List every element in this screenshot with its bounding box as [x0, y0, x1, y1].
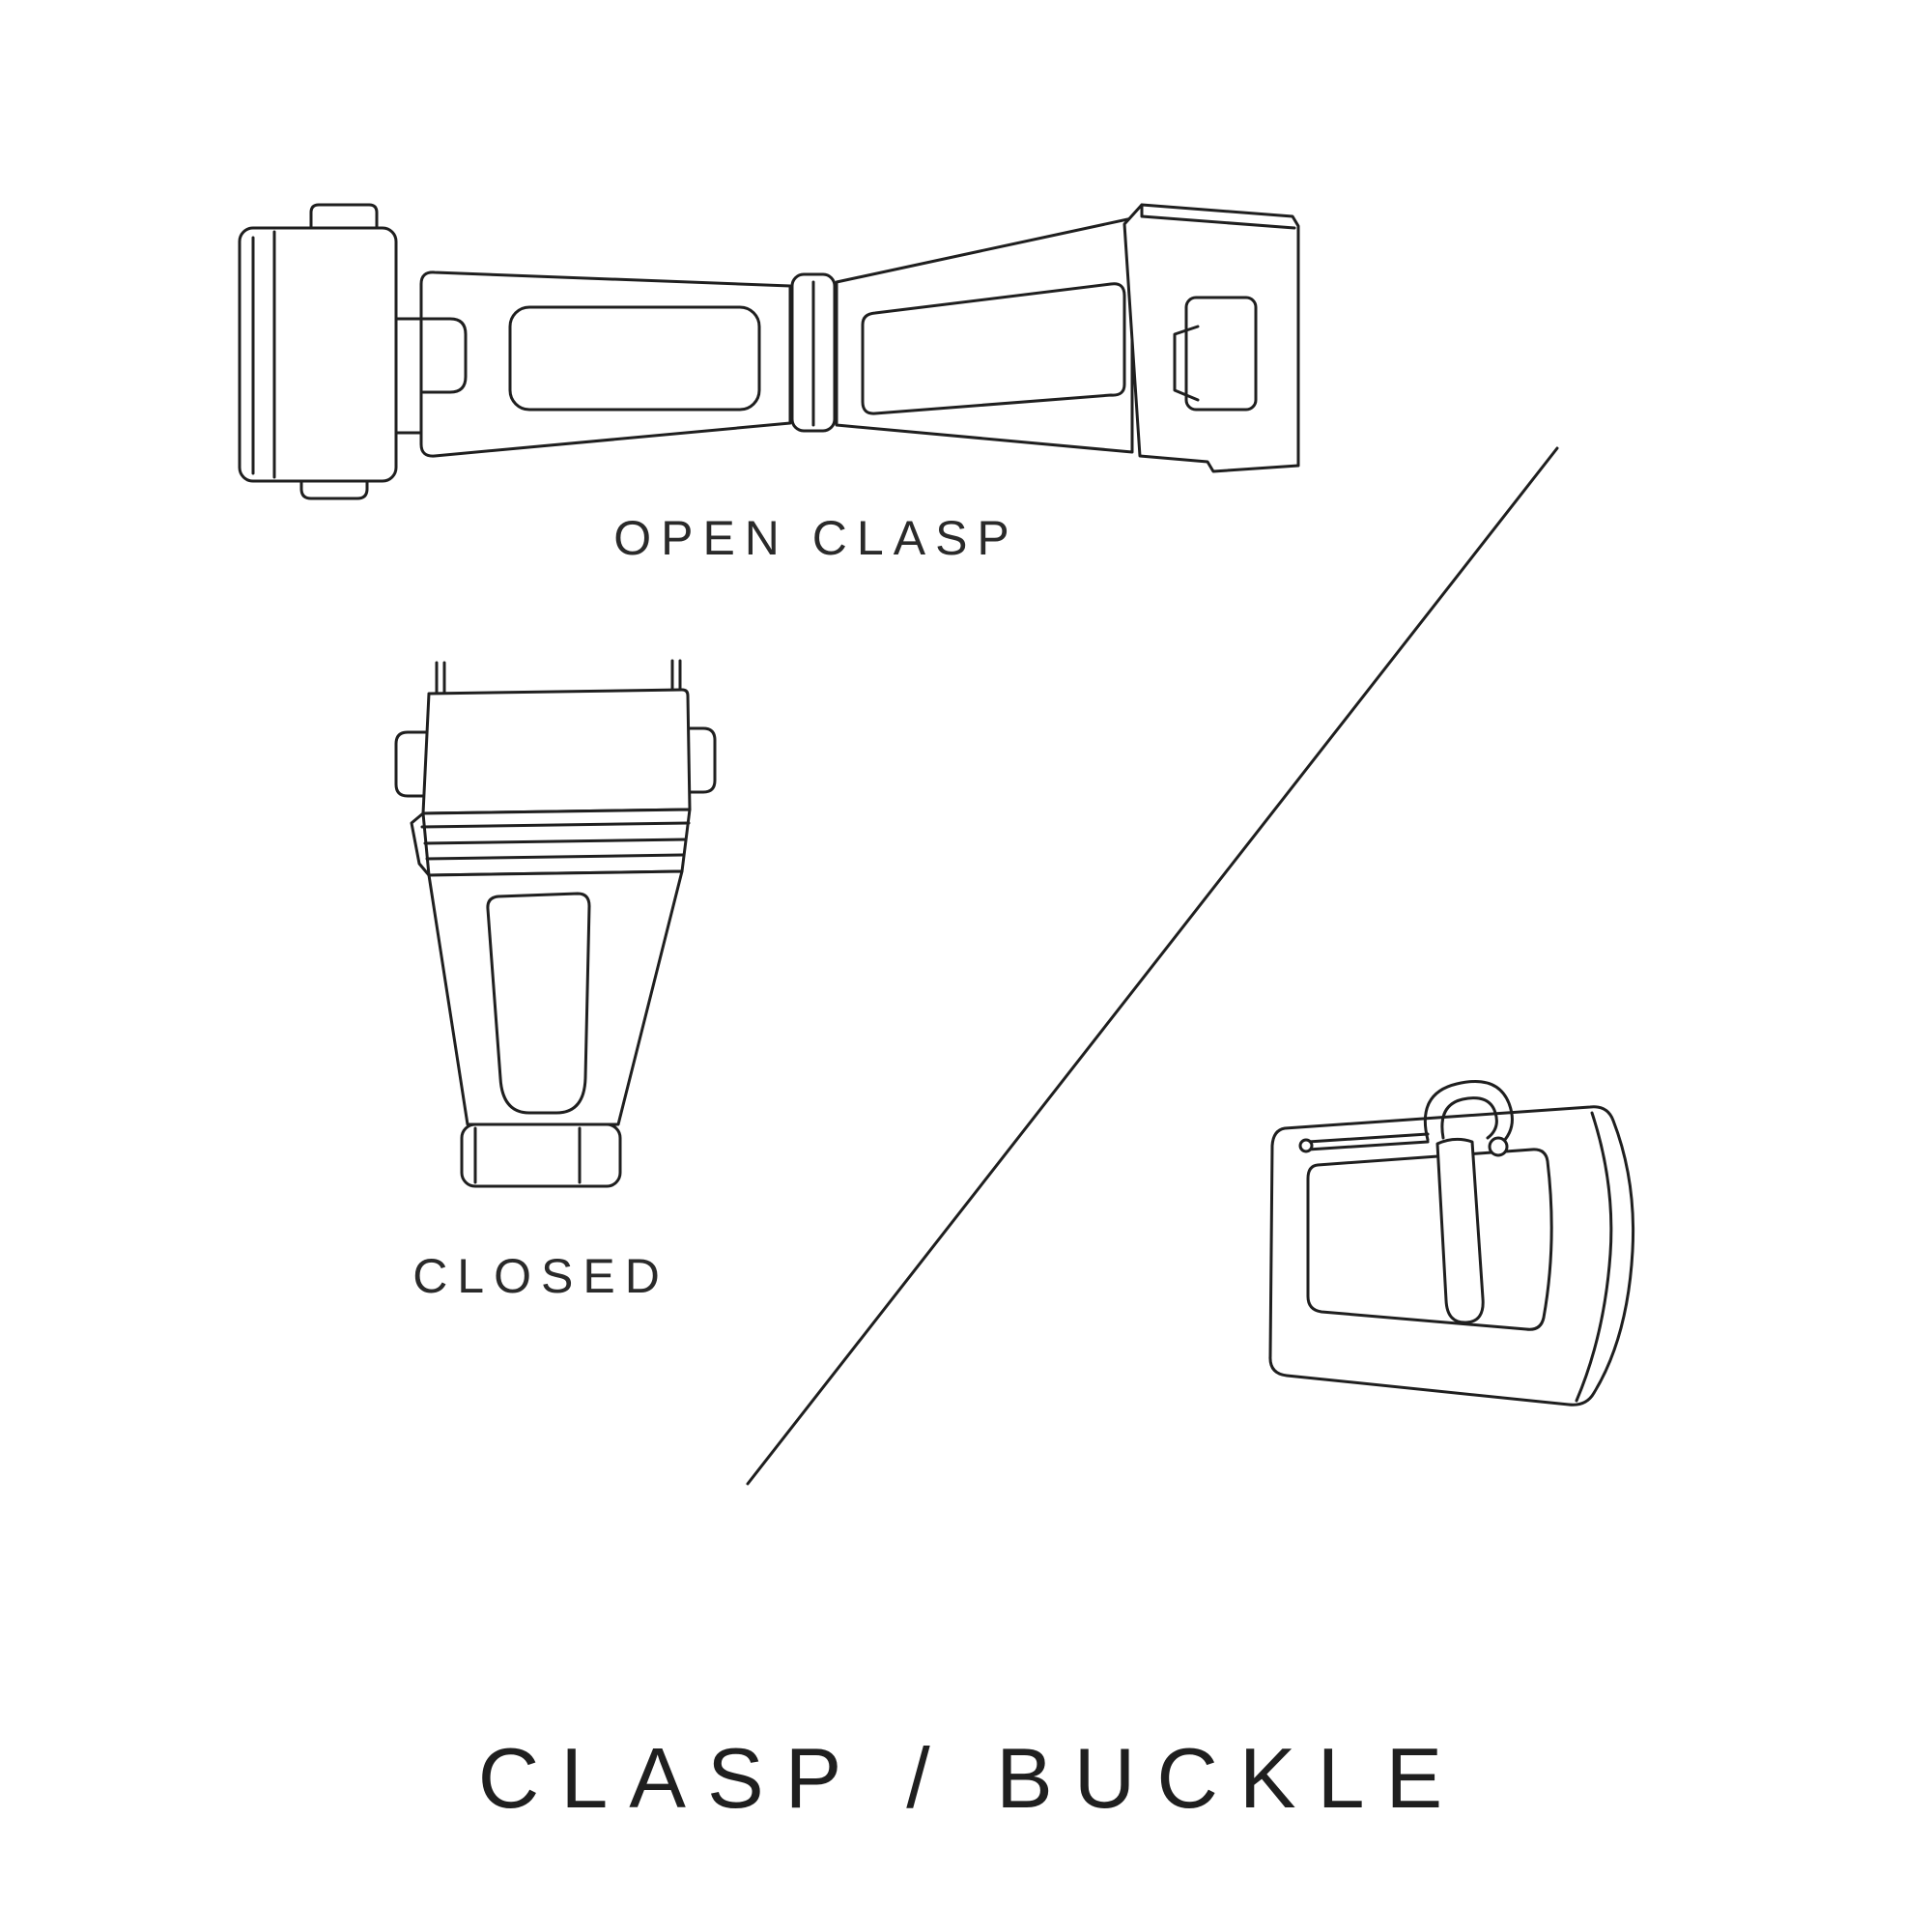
- open-clasp-left-notch: [421, 317, 468, 394]
- open-clasp-left-arm: [419, 270, 792, 458]
- closed-clasp-body-window: [486, 892, 591, 1115]
- buckle-tongue-loop: [1423, 1080, 1514, 1147]
- buckle-opening: [1306, 1148, 1553, 1331]
- open-clasp-right-window: [861, 282, 1126, 415]
- closed-clasp-body: [427, 869, 684, 1126]
- buckle-tongue-curl: [1488, 1136, 1509, 1157]
- buckle-pin-bar: [1306, 1132, 1430, 1151]
- tang-buckle-illustration: [1268, 1080, 1635, 1406]
- closed-clasp-foot: [460, 1122, 622, 1188]
- closed-clasp-label: CLOSED: [412, 1249, 669, 1303]
- open-clasp-illustration: [238, 203, 1300, 500]
- open-clasp-top-tab: [309, 203, 379, 230]
- closed-clasp-right-ear: [682, 726, 717, 794]
- open-clasp-right-arm: [835, 216, 1134, 454]
- open-clasp-left-window: [508, 305, 761, 412]
- closed-clasp-left-ear: [394, 730, 429, 798]
- open-clasp-bottom-tab: [299, 479, 369, 500]
- open-clasp-label: OPEN CLASP: [613, 511, 1019, 565]
- page-title: CLASP / BUCKLE: [477, 1730, 1464, 1826]
- closed-clasp-prongs: [435, 659, 682, 696]
- open-clasp-catch: [1184, 296, 1258, 412]
- closed-clasp-illustration: [394, 659, 717, 1188]
- closed-clasp-top-block: [421, 688, 692, 815]
- buckle-tongue: [1435, 1137, 1485, 1324]
- open-clasp-end-link: [238, 226, 398, 483]
- divider-line: [746, 446, 1559, 1486]
